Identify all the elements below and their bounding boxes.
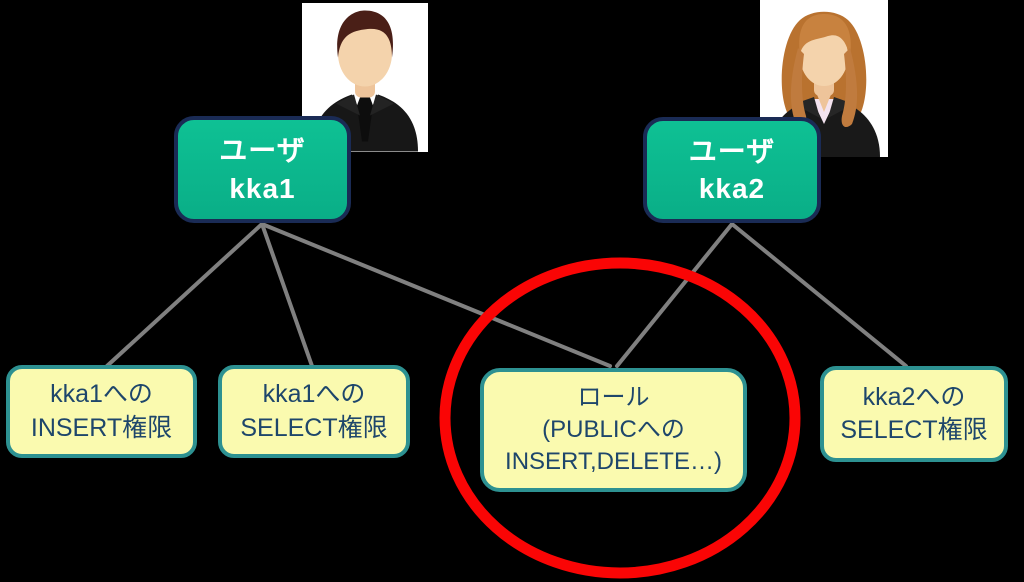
role-label-line: (PUBLICへの [542, 416, 685, 444]
privilege-label-line: SELECT権限 [840, 416, 988, 444]
female-user-avatar [760, 0, 888, 157]
privilege-box-kka2-select: kka2への SELECT権限 [820, 366, 1008, 462]
edge-kka1-select [260, 222, 314, 368]
privilege-label-line: INSERT権限 [30, 413, 173, 442]
user-label-line: ユーザ [219, 135, 306, 167]
privilege-box-kka1-insert: kka1への INSERT権限 [6, 365, 197, 458]
edge-kka2-role [615, 222, 734, 368]
male-person-icon [312, 10, 418, 152]
male-user-avatar [302, 3, 428, 152]
user-box-kka1: ユーザ kka1 [174, 116, 351, 223]
edge-kka1-role [260, 222, 612, 368]
edge-kka2-select [730, 222, 908, 368]
role-label-line: ロール [577, 384, 650, 412]
user-name: kka2 [698, 173, 766, 204]
privilege-label-line: SELECT権限 [240, 413, 388, 442]
privilege-label-line: kka2への [862, 382, 966, 411]
role-box: ロール (PUBLICへの INSERT,DELETE…) [480, 368, 747, 492]
role-label-line: INSERT,DELETE…) [505, 447, 722, 475]
privilege-label-line: kka1への [262, 380, 366, 409]
user-label-line: ユーザ [688, 135, 776, 167]
female-person-icon [768, 11, 880, 157]
user-box-kka2: ユーザ kka2 [643, 117, 821, 223]
privilege-label-line: kka1への [50, 380, 153, 409]
user-name: kka1 [229, 172, 296, 204]
edge-kka1-insert [105, 222, 264, 368]
privilege-box-kka1-select: kka1への SELECT権限 [218, 365, 410, 458]
